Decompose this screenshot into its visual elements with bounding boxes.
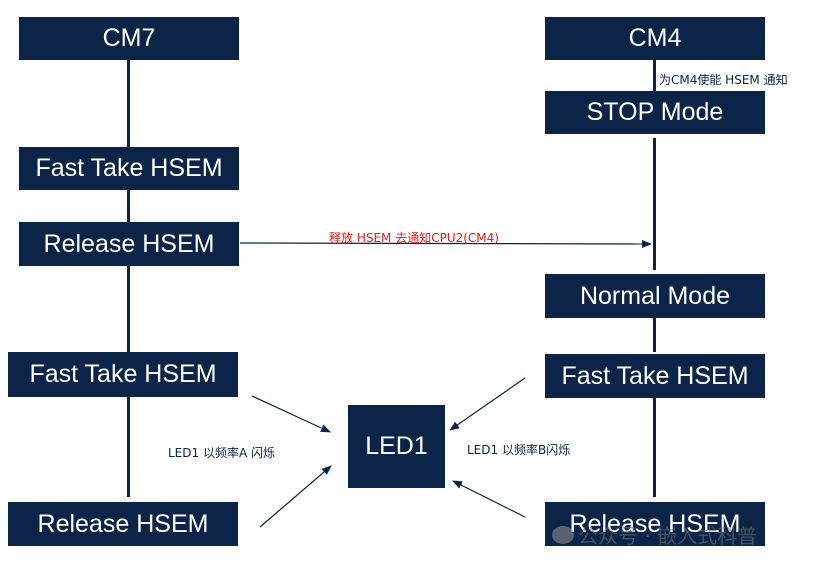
cm4-lifeline — [653, 60, 656, 91]
cm7-lifeline — [127, 397, 130, 497]
cm7-release-hsem: Release HSEM — [19, 222, 239, 266]
cm4-normal-mode: Normal Mode — [545, 274, 765, 318]
release-right-arrow — [452, 480, 526, 518]
cm4-stop-mode: STOP Mode — [545, 91, 765, 134]
cm4-lifeline — [653, 318, 656, 352]
blink-a-note: LED1 以频率A 闪烁 — [168, 446, 275, 460]
led1-box: LED1 — [348, 405, 445, 488]
release-left-arrow — [259, 465, 332, 528]
cm4-lifeline — [653, 138, 656, 270]
fast-take-right-arrow — [449, 377, 526, 431]
cm4-header: CM4 — [545, 17, 765, 60]
cm4-release-hsem: Release HSEM — [545, 502, 765, 546]
fast-take-left-arrow — [251, 395, 331, 433]
release-notify-arrow — [239, 239, 652, 248]
cm4-enable-note: 为CM4使能 HSEM 通知 — [659, 73, 788, 87]
watermark-text: 公众号 · 嵌入式科普 — [578, 524, 758, 548]
cm7-lifeline — [127, 266, 130, 352]
blink-b-note: LED1 以频率B闪烁 — [467, 443, 571, 457]
cm7-lifeline — [127, 60, 130, 147]
cm4-fast-take-hsem: Fast Take HSEM — [545, 354, 765, 398]
cm7-lifeline — [127, 190, 130, 222]
cm4-lifeline — [653, 397, 656, 497]
cm7-fast-take-hsem: Fast Take HSEM — [19, 147, 239, 190]
cm7-header: CM7 — [19, 17, 239, 60]
release-notify-note: 释放 HSEM 去通知CPU2(CM4) — [329, 231, 499, 245]
cm7-fast-take-hsem-2: Fast Take HSEM — [8, 352, 238, 397]
wechat-logo-icon — [552, 525, 574, 544]
watermark: 公众号 · 嵌入式科普 — [552, 520, 757, 549]
cm7-release-hsem-2: Release HSEM — [8, 502, 238, 546]
